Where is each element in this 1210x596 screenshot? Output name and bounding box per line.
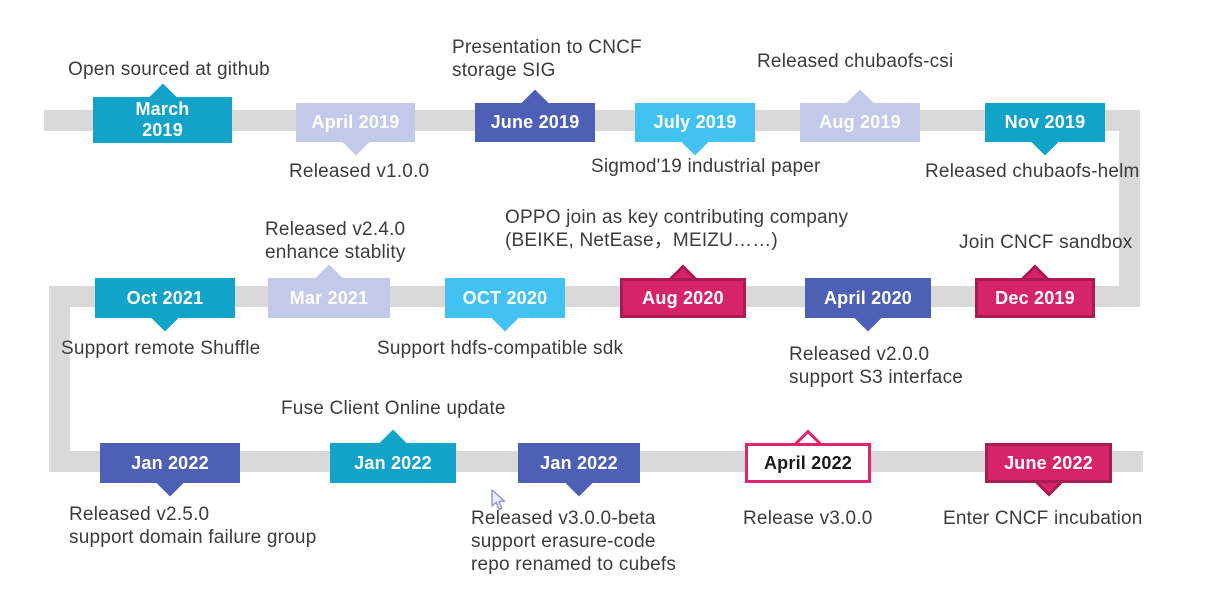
event-date: April 2022 bbox=[763, 452, 853, 473]
timeline-event-jan-2022-b: Jan 2022 bbox=[330, 429, 456, 483]
timeline-event-nov-2019: Nov 2019 bbox=[985, 103, 1105, 156]
event-date: Dec 2019 bbox=[995, 287, 1075, 308]
event-date-box: Oct 2021 bbox=[95, 278, 235, 318]
timeline-event-april-2022: April 2022 bbox=[745, 429, 871, 483]
event-date: Jan 2022 bbox=[540, 452, 618, 473]
event-note: Support remote Shuffle bbox=[61, 338, 261, 359]
event-note: Released v3.0.0-beta support erasure-cod… bbox=[471, 508, 677, 576]
event-date-box: Nov 2019 bbox=[985, 103, 1105, 142]
event-date-box: Jan 2022 bbox=[330, 443, 456, 483]
event-note: Released v2.0.0 support S3 interface bbox=[789, 344, 964, 389]
event-note: Released v2.4.0 enhance stablity bbox=[265, 219, 406, 264]
event-date-box: Jan 2022 bbox=[518, 443, 640, 483]
event-date: Jan 2022 bbox=[354, 452, 432, 473]
event-date-box: Aug 2019 bbox=[800, 103, 920, 142]
timeline-event-june-2019: June 2019 bbox=[475, 89, 595, 142]
timeline-event-jan-2022-c: Jan 2022 bbox=[518, 443, 640, 497]
timeline-event-dec-2019: Dec 2019 bbox=[975, 264, 1095, 318]
event-date: April 2020 bbox=[823, 287, 913, 308]
event-date-box: April 2019 bbox=[296, 103, 415, 142]
event-date-box: June 2019 bbox=[475, 103, 595, 142]
event-date: Mar 2021 bbox=[289, 287, 369, 308]
event-date-box: April 2020 bbox=[805, 278, 931, 318]
event-note: Support hdfs-compatible sdk bbox=[377, 338, 624, 359]
event-note: Released v2.5.0 support domain failure g… bbox=[69, 504, 317, 549]
event-date: Aug 2019 bbox=[819, 112, 901, 133]
event-date: March 2019 bbox=[135, 99, 190, 140]
event-date-box: OCT 2020 bbox=[445, 278, 565, 318]
timeline-event-april-2020: April 2020 bbox=[805, 278, 931, 332]
event-note: Presentation to CNCF storage SIG bbox=[452, 37, 642, 82]
event-date-box: Dec 2019 bbox=[975, 278, 1095, 318]
timeline-event-march-2019: March 2019 bbox=[93, 83, 232, 143]
event-date-box: April 2022 bbox=[745, 443, 871, 483]
event-note: Open sourced at github bbox=[68, 59, 270, 80]
mouse-cursor-icon bbox=[490, 489, 507, 518]
event-note: Fuse Client Online update bbox=[281, 398, 506, 419]
event-date-box: March 2019 bbox=[93, 97, 232, 143]
event-date-box: Mar 2021 bbox=[268, 278, 390, 318]
event-date: OCT 2020 bbox=[462, 287, 548, 308]
event-note: Join CNCF sandbox bbox=[959, 232, 1133, 253]
event-date-box: June 2022 bbox=[985, 443, 1112, 483]
timeline-track-bend-left bbox=[49, 286, 70, 472]
timeline-event-april-2019: April 2019 bbox=[296, 103, 415, 156]
timeline-track-bend-right bbox=[1119, 110, 1140, 307]
event-note: Released chubaofs-helm bbox=[925, 161, 1140, 182]
event-date: April 2019 bbox=[311, 112, 400, 133]
timeline-event-july-2019: July 2019 bbox=[635, 103, 755, 156]
event-note: Release v3.0.0 bbox=[743, 508, 873, 529]
timeline-event-mar-2021: Mar 2021 bbox=[268, 264, 390, 318]
event-date-box: July 2019 bbox=[635, 103, 755, 142]
timeline-event-oct-2021: Oct 2021 bbox=[95, 278, 235, 332]
event-date: July 2019 bbox=[653, 112, 737, 133]
event-note: Released v1.0.0 bbox=[289, 161, 430, 182]
timeline-event-aug-2020: Aug 2020 bbox=[620, 264, 746, 318]
event-date: June 2022 bbox=[1004, 452, 1093, 473]
timeline-event-aug-2019: Aug 2019 bbox=[800, 89, 920, 142]
timeline-event-jan-2022-a: Jan 2022 bbox=[100, 443, 240, 497]
event-note: Enter CNCF incubation bbox=[943, 508, 1143, 529]
event-date-box: Aug 2020 bbox=[620, 278, 746, 318]
event-date-box: Jan 2022 bbox=[100, 443, 240, 483]
event-note: Sigmod'19 industrial paper bbox=[591, 156, 821, 177]
event-date: Aug 2020 bbox=[642, 287, 724, 308]
event-date: Nov 2019 bbox=[1004, 112, 1086, 133]
timeline-event-june-2022: June 2022 bbox=[985, 443, 1112, 497]
event-note: Released chubaofs-csi bbox=[757, 51, 954, 72]
timeline-event-oct-2020: OCT 2020 bbox=[445, 278, 565, 332]
event-date: Oct 2021 bbox=[126, 287, 204, 308]
event-date: June 2019 bbox=[490, 112, 580, 133]
event-date: Jan 2022 bbox=[131, 452, 209, 473]
event-note: OPPO join as key contributing company (B… bbox=[505, 207, 849, 252]
